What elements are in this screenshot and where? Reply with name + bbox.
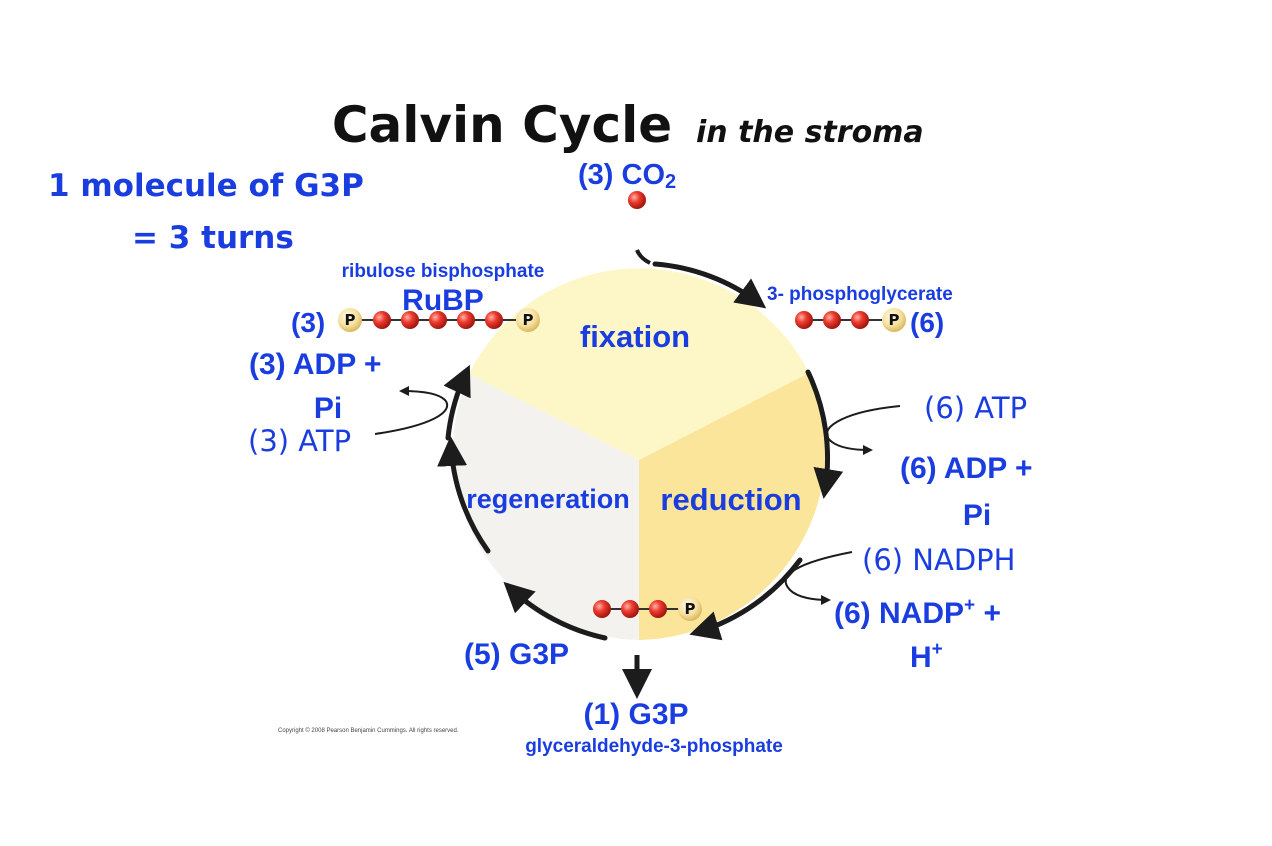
adp-out-regeneration-2: Pi [314,392,342,425]
rubp-abbr: RuBP [402,284,484,317]
g3p-molecule [593,597,702,621]
cycle-arrows [437,261,844,641]
stage-regeneration: regeneration [466,484,630,514]
note-line-2: = 3 turns [132,220,294,256]
co2-carbon [628,191,646,209]
g3p-name: glyceraldehyde-3-phosphate [525,736,783,757]
stage-fixation: fixation [580,319,690,354]
co2-label: (3) CO2 [578,159,676,193]
adp-out-reduction-1: (6) ADP + [900,452,1033,485]
adp-out-regeneration-1: (3) ADP + [249,348,382,381]
fixation-sector [469,268,809,460]
pga-count: (6) [910,307,944,338]
rubp-name: ribulose bisphosphate [342,261,545,282]
pga-phosphate: P [889,311,900,329]
copyright-notice: Copyright © 2008 Pearson Benjamin Cummin… [278,727,459,734]
side-reactions [374,386,901,605]
stage-reduction: reduction [660,482,801,517]
page-title: Calvin Cycle [332,96,672,154]
rubp-phosphate-right: P [523,311,534,329]
adp-out-reduction-2: Pi [963,499,991,532]
atp-in-reduction: (6) ATP [924,391,1027,425]
pga-molecule [795,308,906,332]
note-line-1: 1 molecule of G3P [48,168,364,204]
regeneration-sector [453,374,639,640]
rubp-molecule [338,308,540,332]
rubp-phosphate-left: P [345,311,356,329]
co2-input-arrow [635,249,651,265]
g3p-recycled: (5) G3P [464,638,569,671]
g3p-phosphate: P [685,600,696,618]
rubp-count: (3) [291,307,325,338]
g3p-output: (1) G3P [583,698,688,731]
atp-in-regeneration: (3) ATP [248,424,351,458]
page-subtitle: in the stroma [696,115,924,150]
nadp-out-1: (6) NADP+ + [834,595,1001,630]
pga-name: 3- phosphoglycerate [767,284,953,305]
reduction-sector [639,373,826,640]
nadp-out-2: H+ [910,639,943,674]
nadph-in: (6) NADPH [862,543,1015,577]
